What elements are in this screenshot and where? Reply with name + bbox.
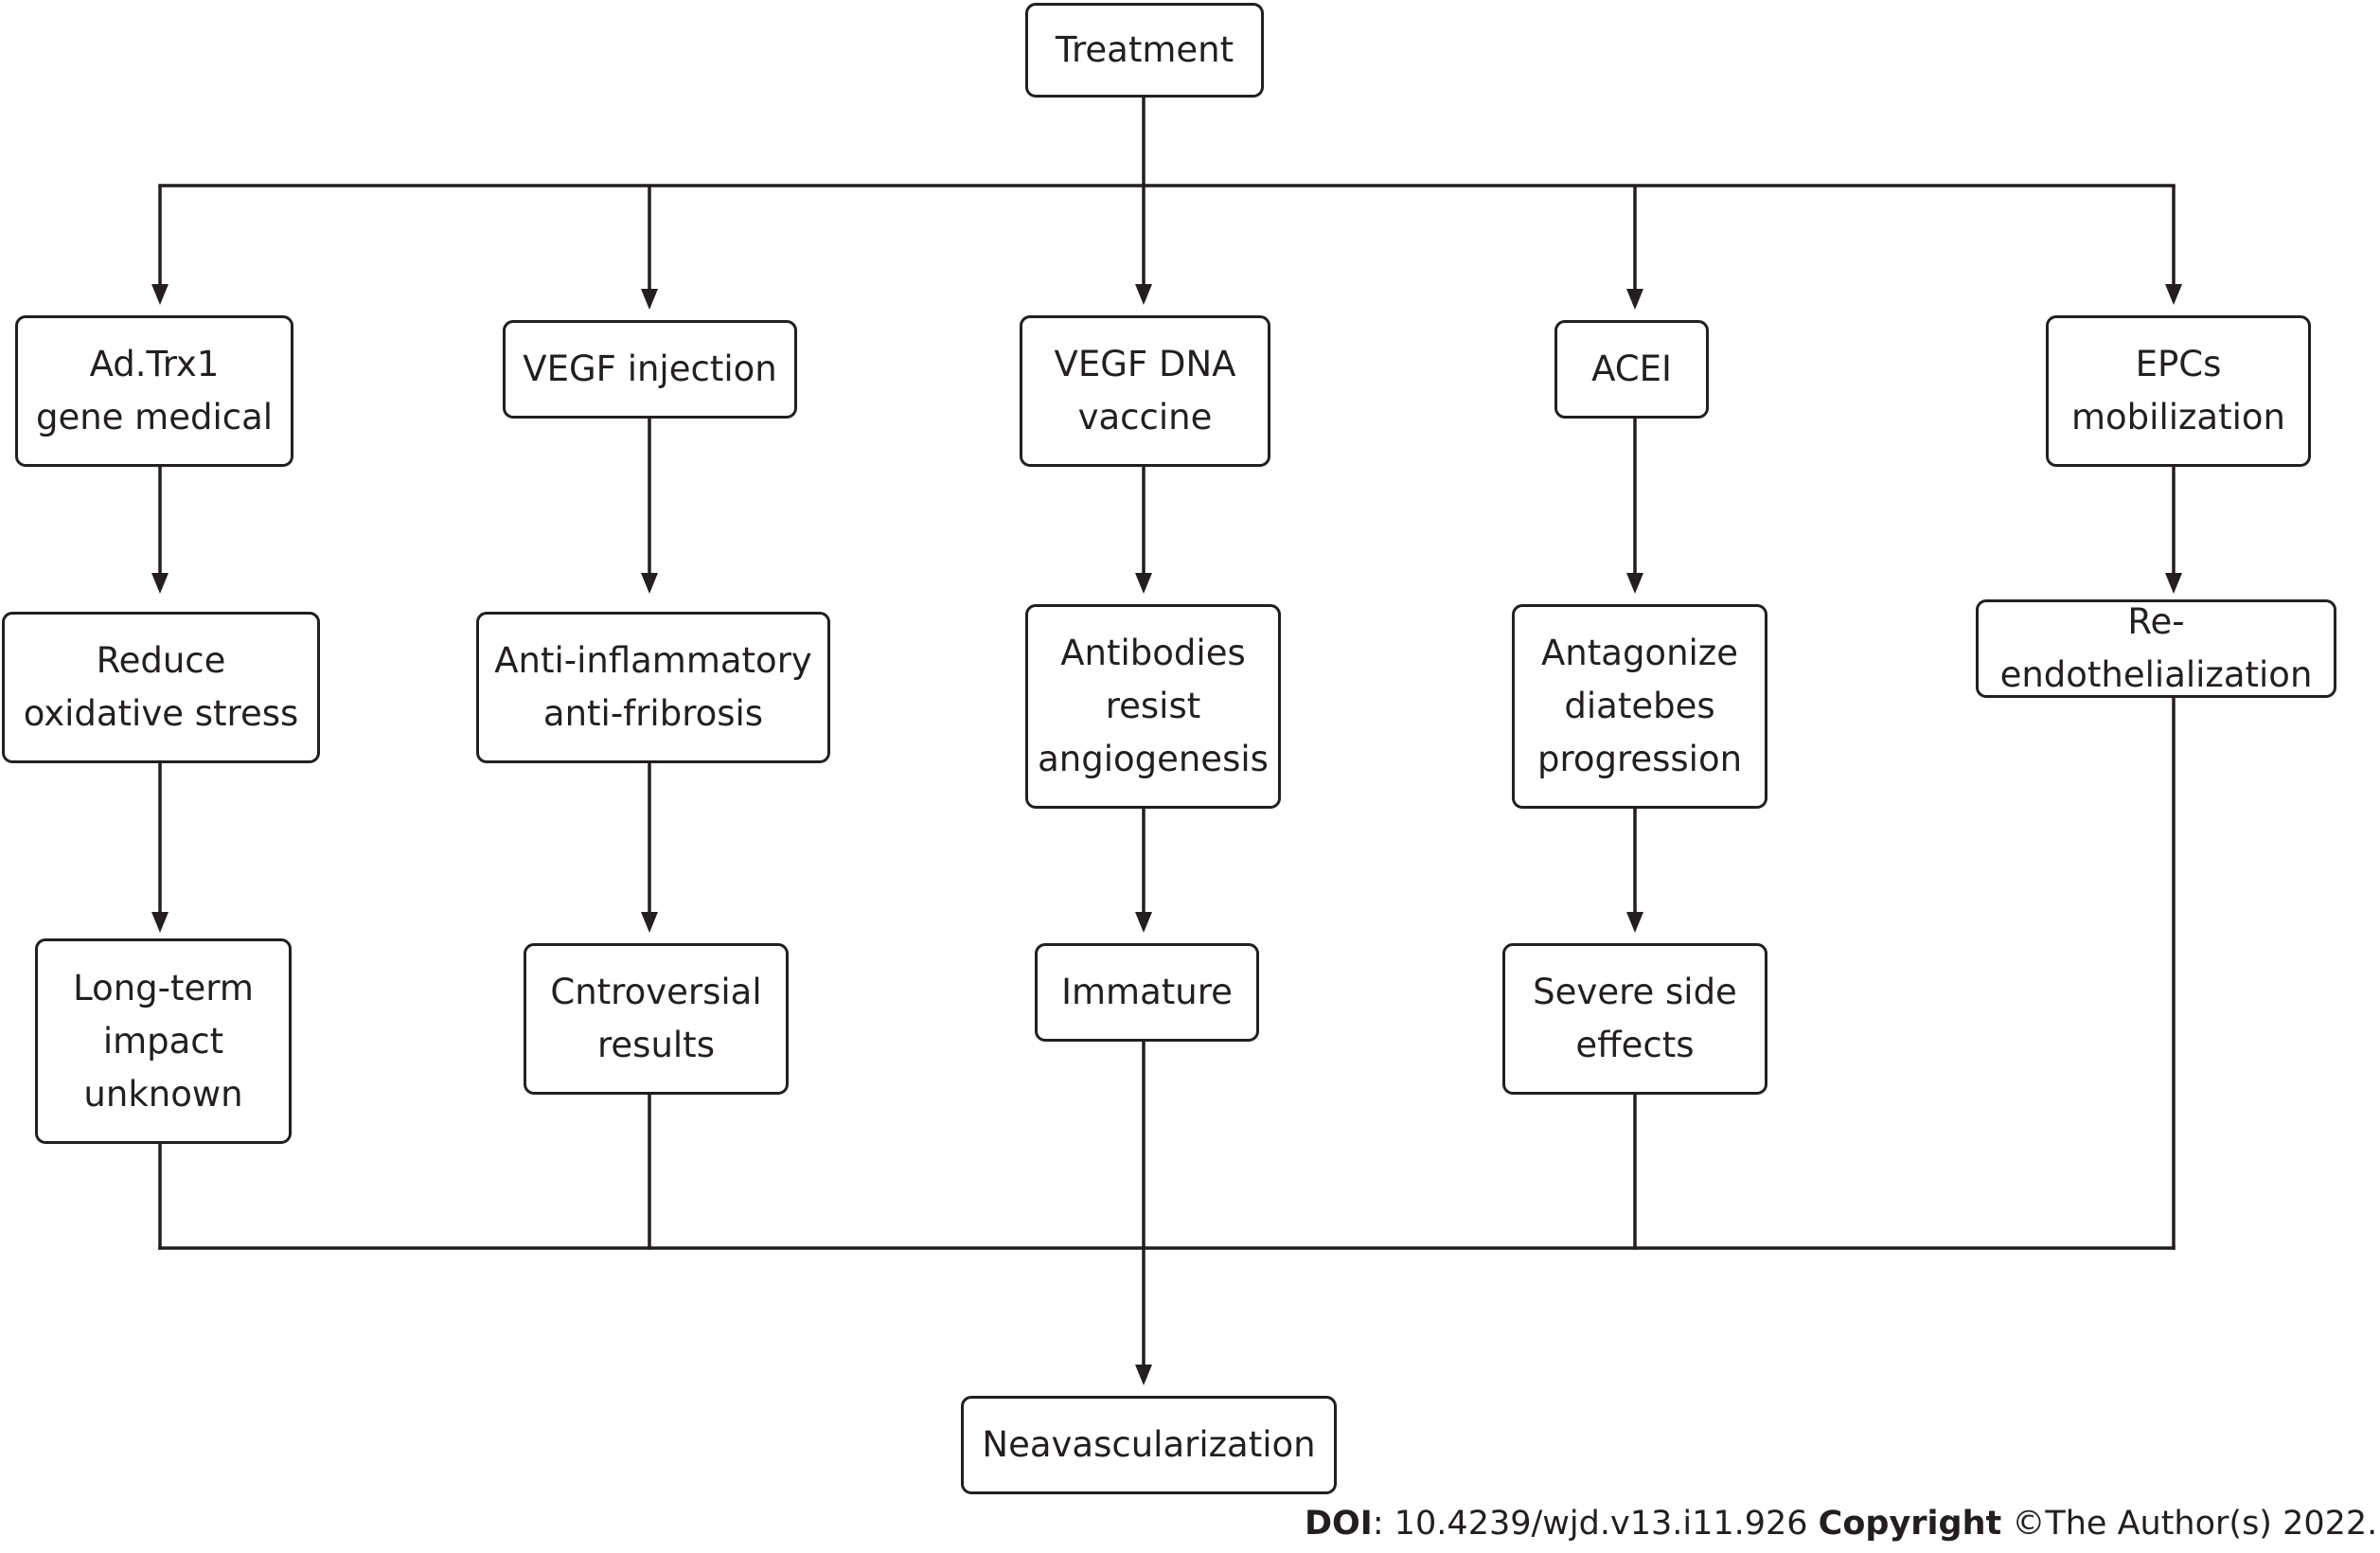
node-re-endothelialization: Re-endothelialization: [1976, 599, 2336, 698]
arrow-to-antibodies-head: [1135, 573, 1152, 594]
arrow-to-ad-trx1-head: [151, 284, 169, 305]
node-label: Reduce oxidative stress: [23, 640, 299, 734]
node-antibodies-resist-angiogenesis: Antibodies resist angiogenesis: [1025, 604, 1281, 809]
node-label: VEGF DNA vaccine: [1054, 344, 1236, 437]
arrow-to-immature-head: [1135, 912, 1152, 933]
arrow-to-long-term-head: [151, 912, 169, 933]
arrow-to-reduce-oxidative-stress-head: [151, 573, 169, 594]
arrow-to-severe-side-effects-head: [1626, 912, 1643, 933]
node-label: Immature: [1061, 972, 1233, 1012]
node-label: VEGF injection: [523, 348, 777, 389]
node-treatment: Treatment: [1025, 3, 1264, 98]
node-label: Ad.Trx1 gene medical: [35, 344, 274, 437]
node-acei: ACEI: [1554, 320, 1709, 419]
doi-label: DOI: [1305, 1505, 1373, 1543]
node-neovascularization: Neavascularization: [961, 1396, 1337, 1494]
node-label: EPCs mobilization: [2071, 344, 2285, 437]
citation-footer: DOI: 10.4239/wjd.v13.i11.926 Copyright ©…: [1305, 1500, 2377, 1547]
node-label: Antibodies resist angiogenesis: [1038, 633, 1269, 779]
node-controversial-results: Cntroversial results: [524, 943, 789, 1095]
node-label: Long-term impact unknown: [73, 967, 254, 1115]
node-label: Anti-inflammatory anti-fribrosis: [494, 640, 812, 734]
copyright-value: ©The Author(s) 2022.: [2001, 1505, 2378, 1543]
arrow-to-vegf-dna-vaccine-head: [1135, 284, 1152, 305]
arrow-to-neovascularization-head: [1135, 1365, 1152, 1385]
arrow-to-re-endothelialization-head: [2165, 573, 2182, 594]
node-label: Neavascularization: [982, 1424, 1316, 1465]
node-long-term-impact-unknown: Long-term impact unknown: [35, 938, 292, 1144]
node-epcs-mobilization: EPCs mobilization: [2046, 315, 2311, 467]
copyright-label: Copyright: [1818, 1505, 2002, 1543]
arrow-to-anti-inflammatory-head: [641, 573, 658, 594]
node-label: Antagonize diatebes progression: [1536, 633, 1743, 779]
node-ad-trx1-gene-medical: Ad.Trx1 gene medical: [15, 315, 293, 467]
node-antagonize-diabetes-progression: Antagonize diatebes progression: [1512, 604, 1767, 809]
arrow-to-vegf-injection-head: [641, 289, 658, 310]
node-label: Re-endothelialization: [1999, 601, 2313, 695]
arrow-to-acei-head: [1626, 289, 1643, 310]
node-anti-inflammatory: Anti-inflammatory anti-fribrosis: [476, 612, 830, 763]
node-reduce-oxidative-stress: Reduce oxidative stress: [2, 612, 320, 763]
doi-value: : 10.4239/wjd.v13.i11.926: [1372, 1505, 1819, 1543]
arrow-to-antagonize-head: [1626, 573, 1643, 594]
node-severe-side-effects: Severe side effects: [1502, 943, 1767, 1095]
node-label: Cntroversial results: [550, 972, 762, 1065]
arrow-to-controversial-head: [641, 912, 658, 933]
node-label: Severe side effects: [1533, 972, 1737, 1065]
node-label: Treatment: [1055, 29, 1234, 70]
arrow-to-epcs-head: [2165, 284, 2182, 305]
node-label: ACEI: [1591, 348, 1672, 389]
node-immature: Immature: [1035, 943, 1259, 1042]
node-vegf-dna-vaccine: VEGF DNA vaccine: [1020, 315, 1270, 467]
node-vegf-injection: VEGF injection: [503, 320, 797, 419]
